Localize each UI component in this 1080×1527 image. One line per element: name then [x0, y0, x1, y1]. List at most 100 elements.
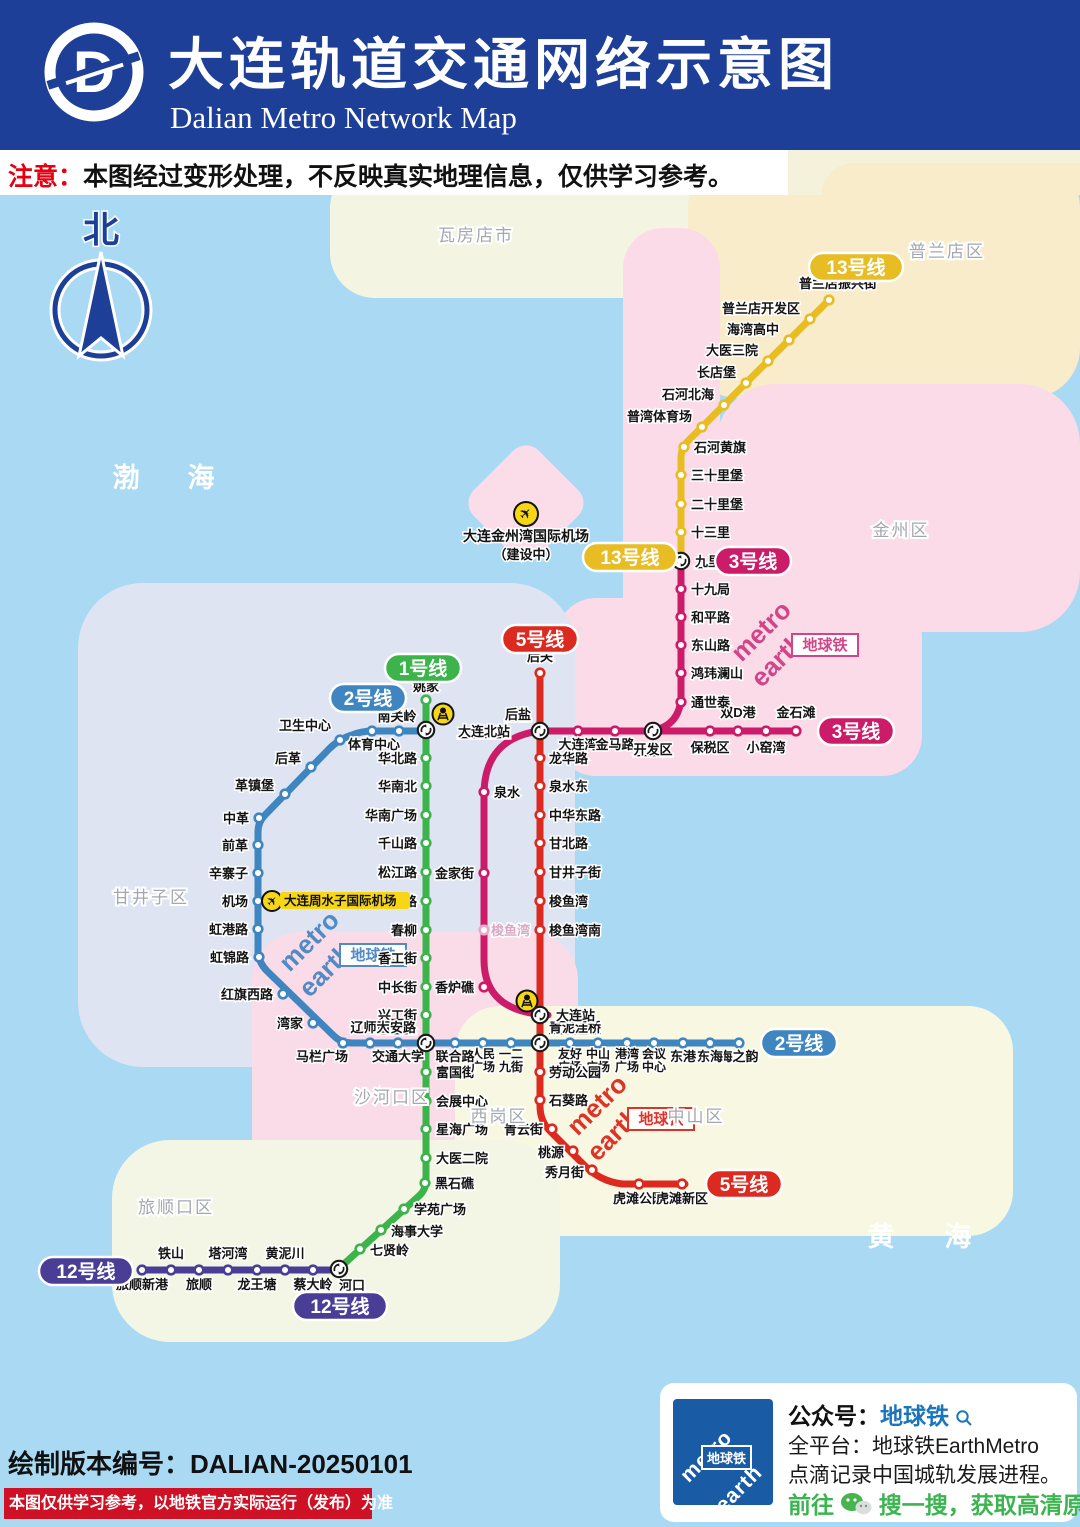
- station-dot: [633, 1178, 645, 1190]
- station-label: 星海广场: [436, 1122, 488, 1137]
- district-label: 普兰店区: [909, 242, 985, 261]
- district-label: 甘井子区: [113, 888, 189, 907]
- station-label: 卫生中心: [279, 718, 331, 733]
- station-label: 联合路: [435, 1049, 475, 1064]
- station-dot: [193, 1264, 205, 1276]
- line-badge: 13号线: [807, 251, 905, 283]
- station-dot: [534, 1066, 546, 1078]
- district-label: 旅顺口区: [138, 1198, 214, 1217]
- station-label: 千山路: [378, 836, 418, 851]
- notice-text: 注意：本图经过变形处理，不反映真实地理信息，仅供学习参考。: [8, 163, 734, 191]
- interchange-icon: [530, 1005, 550, 1025]
- station-label: 桃源: [538, 1145, 564, 1160]
- station-dot: [307, 1017, 319, 1029]
- line-badge: 13号线: [581, 541, 679, 573]
- station-dot: [420, 1123, 432, 1135]
- station-dot: [366, 725, 378, 737]
- railway-station-icon: [431, 702, 455, 726]
- station-dot: [762, 355, 774, 367]
- station-dot: [420, 952, 432, 964]
- line-badge: 5号线: [704, 1168, 784, 1200]
- station-label: 后盐: [505, 707, 531, 722]
- sea-label: 海: [188, 463, 215, 493]
- station-label: 春柳: [390, 923, 417, 938]
- station-label: 小窑湾: [746, 740, 785, 755]
- interchange-icon: [643, 721, 663, 741]
- station-label: 友好广场: [557, 1046, 582, 1074]
- station-label: 东山路: [691, 638, 731, 653]
- station-label: 大连湾: [558, 737, 597, 752]
- station-dot: [534, 837, 546, 849]
- station-dot: [534, 667, 546, 679]
- station-dot: [675, 639, 687, 651]
- station-label: 塔河湾: [208, 1246, 247, 1261]
- station-dot: [534, 1094, 546, 1106]
- station-dot: [449, 1037, 461, 1049]
- station-dot: [675, 469, 687, 481]
- station-dot: [420, 837, 432, 849]
- station-dot: [251, 1264, 263, 1276]
- station-dot: [420, 1009, 432, 1021]
- station-label: 兴工街: [378, 1008, 417, 1023]
- interchange-icon: [416, 720, 436, 740]
- line-badge: 1号线: [383, 652, 463, 684]
- line-badge: 3号线: [816, 715, 896, 747]
- station-label: 虹港路: [209, 922, 249, 937]
- dalian-metro-logo-icon: D: [44, 22, 144, 122]
- station-label: 海湾高中: [727, 322, 779, 337]
- svg-text:1号线: 1号线: [399, 657, 448, 680]
- station-label: 双D港: [720, 705, 756, 720]
- svg-text:5号线: 5号线: [516, 628, 565, 651]
- line-badge: 5号线: [500, 623, 580, 655]
- station-label: 十三里: [691, 525, 730, 540]
- station-label: 河口: [339, 1278, 365, 1293]
- platform-line: 全平台：地球铁EarthMetro: [788, 1435, 1039, 1458]
- station-label: 机场: [222, 894, 248, 909]
- station-dot: [804, 313, 816, 325]
- search-icon: [956, 1410, 973, 1426]
- station-label: 虎滩新区: [656, 1191, 708, 1206]
- region-wafangdian: [330, 195, 712, 298]
- station-dot: [420, 780, 432, 792]
- station-label: 开发区: [633, 742, 672, 757]
- station-dot: [393, 725, 405, 737]
- station-dot: [420, 924, 432, 936]
- station-dot: [420, 809, 432, 821]
- station-dot: [279, 1264, 291, 1276]
- svg-text:北: 北: [83, 209, 119, 250]
- station-label: 泉水东: [549, 779, 588, 794]
- line-badge: 2号线: [759, 1027, 839, 1059]
- station-label: 泉水: [494, 785, 521, 800]
- station-label: 体育中心: [348, 737, 400, 752]
- station-dot: [534, 752, 546, 764]
- svg-text:地球铁: 地球铁: [350, 946, 395, 964]
- station-dot: [621, 1037, 633, 1049]
- district-label: 沙河口区: [354, 1088, 430, 1107]
- station-dot: [334, 734, 346, 746]
- station-label: 青云街: [504, 1122, 543, 1137]
- station-label: 虹锦路: [210, 950, 250, 965]
- station-dot: [252, 867, 264, 879]
- station-label: 中长街: [378, 980, 417, 995]
- airport-label: 大连周水子国际机场: [284, 893, 397, 908]
- station-dot: [354, 1243, 366, 1255]
- disclaimer-bar: 本图仅供学习参考，以地铁官方实际运行（发布）为准: [4, 1488, 393, 1519]
- station-dot: [823, 294, 835, 306]
- station-dot: [420, 1095, 432, 1107]
- sea-label: 黄: [868, 1222, 895, 1252]
- station-label: 香炉礁: [434, 980, 474, 995]
- station-dot: [253, 812, 265, 824]
- station-dot: [704, 725, 716, 737]
- notice-bg-corner: [822, 163, 1080, 195]
- svg-text:12号线: 12号线: [56, 1260, 115, 1283]
- station-dot: [676, 1178, 688, 1190]
- station-dot: [678, 441, 690, 453]
- station-label: 香工街: [377, 951, 417, 966]
- station-label: 长店堡: [697, 365, 736, 380]
- station-label: 二十里堡: [691, 497, 743, 512]
- district-label: 瓦房店市: [438, 226, 514, 245]
- interchange-icon: [530, 721, 550, 741]
- station-dot: [420, 694, 432, 706]
- line-badge: 2号线: [328, 682, 408, 714]
